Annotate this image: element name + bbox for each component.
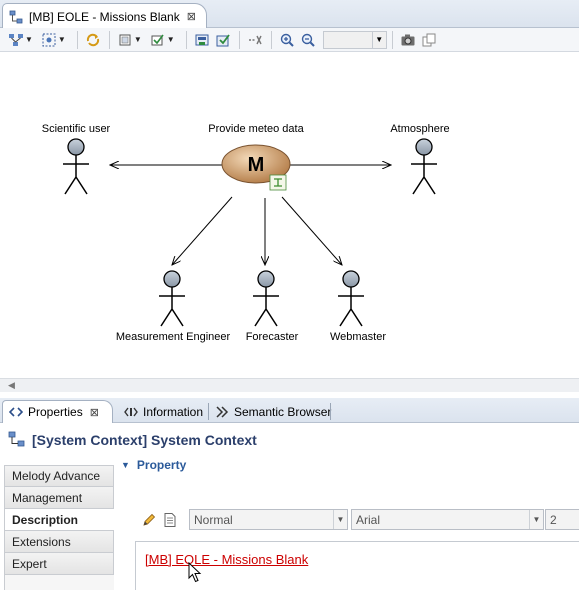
actor-webmaster[interactable] xyxy=(338,270,364,327)
actor-label-measurement-engineer: Measurement Engineer xyxy=(116,331,231,343)
hide-connectors-icon[interactable] xyxy=(245,30,265,50)
toolbar-separator xyxy=(270,30,272,49)
horizontal-scrollbar[interactable]: ◀ xyxy=(0,378,579,392)
chevron-down-icon[interactable]: ▼ xyxy=(166,35,175,44)
tab-separator xyxy=(208,403,209,420)
toolbar-separator xyxy=(108,30,110,49)
system-context-icon xyxy=(8,431,26,450)
tab-semantic-browser[interactable]: Semantic Browser xyxy=(209,400,337,423)
font-size-select[interactable]: 2 xyxy=(545,509,579,530)
views-tab-bar: Properties ⊠ Information Semantic Browse… xyxy=(0,398,579,423)
toolbar-separator xyxy=(391,30,393,49)
zoom-level-input[interactable] xyxy=(322,30,373,49)
diagram-icon xyxy=(9,10,23,24)
mission-glyph: M xyxy=(248,154,265,176)
category-expert[interactable]: Expert xyxy=(4,553,114,575)
description-link[interactable]: [MB] EOLE - Missions Blank xyxy=(145,552,309,567)
category-melody-advance[interactable]: Melody Advance xyxy=(4,465,114,487)
font-size-value: 2 xyxy=(550,512,557,527)
editor-tab[interactable]: [MB] EOLE - Missions Blank ⊠ xyxy=(2,3,207,29)
category-description[interactable]: Description xyxy=(4,509,114,531)
collapse-triangle-icon[interactable]: ▼ xyxy=(121,460,130,470)
toolbar-separator xyxy=(185,30,187,49)
category-management[interactable]: Management xyxy=(4,487,114,509)
actor-label-atmosphere: Atmosphere xyxy=(390,123,449,135)
copy-format-icon[interactable] xyxy=(419,30,439,50)
mission-node[interactable]: M xyxy=(221,144,291,184)
category-list-filler xyxy=(4,575,114,590)
mouse-cursor-icon xyxy=(188,562,202,583)
validate-icon[interactable] xyxy=(213,30,233,50)
tab-label: Semantic Browser xyxy=(234,404,332,419)
close-icon[interactable]: ⊠ xyxy=(186,11,196,23)
toolbar-separator xyxy=(238,30,240,49)
font-family-value: Arial xyxy=(356,512,381,527)
refresh-icon[interactable] xyxy=(83,30,103,50)
format-toolbar xyxy=(140,509,182,531)
chevron-down-icon[interactable]: ▼ xyxy=(25,35,33,44)
layout-icon[interactable] xyxy=(6,30,26,50)
editor-tab-bar: [MB] EOLE - Missions Blank ⊠ xyxy=(0,0,579,29)
actor-forecaster[interactable] xyxy=(253,270,279,327)
semantic-browser-icon xyxy=(215,405,229,419)
edge-to-measurement-engineer[interactable] xyxy=(172,196,233,265)
select-all-icon[interactable] xyxy=(39,30,59,50)
save-image-icon[interactable] xyxy=(192,30,212,50)
pencil-icon[interactable] xyxy=(140,511,158,529)
actor-label-webmaster: Webmaster xyxy=(330,331,386,343)
filter-icon[interactable] xyxy=(148,30,168,50)
diagram-canvas[interactable]: M Provide meteo data Scientific user Atm… xyxy=(0,53,579,378)
tab-label: Information xyxy=(143,404,204,419)
scroll-left-icon[interactable]: ◀ xyxy=(8,380,15,390)
actor-scientific-user[interactable] xyxy=(63,138,89,195)
document-icon[interactable] xyxy=(161,511,179,529)
diagram-svg: M Provide meteo data Scientific user Atm… xyxy=(42,123,450,343)
tab-separator xyxy=(330,403,331,420)
zoom-out-icon[interactable] xyxy=(298,30,318,50)
close-icon[interactable]: ⊠ xyxy=(89,406,99,419)
paragraph-style-value: Normal xyxy=(194,512,233,527)
section-title: Property xyxy=(136,458,187,472)
property-category-list: Melody Advance Management Description Ex… xyxy=(4,465,114,575)
actor-label-scientific-user: Scientific user xyxy=(42,123,111,135)
information-icon xyxy=(124,405,138,419)
chevron-down-icon[interactable]: ▼ xyxy=(372,30,387,49)
actor-label-forecaster: Forecaster xyxy=(246,331,299,343)
property-section-header[interactable]: ▼ Property xyxy=(121,458,186,472)
description-editor[interactable]: [MB] EOLE - Missions Blank xyxy=(135,541,579,590)
chevron-down-icon[interactable]: ▼ xyxy=(133,35,142,44)
page-title: [System Context] System Context xyxy=(32,432,257,448)
zoom-in-icon[interactable] xyxy=(277,30,297,50)
camera-icon[interactable] xyxy=(398,30,418,50)
chevron-down-icon[interactable]: ▼ xyxy=(529,510,543,529)
category-extensions[interactable]: Extensions xyxy=(4,531,114,553)
tab-properties[interactable]: Properties ⊠ xyxy=(2,400,113,423)
toolbar-separator xyxy=(76,30,78,49)
link-decorator-icon[interactable] xyxy=(269,174,287,191)
edge-to-webmaster[interactable] xyxy=(281,196,342,265)
actor-measurement-engineer[interactable] xyxy=(159,270,185,327)
font-family-select[interactable]: Arial ▼ xyxy=(351,509,544,530)
mission-label: Provide meteo data xyxy=(208,123,304,135)
chevron-down-icon[interactable]: ▼ xyxy=(57,35,66,44)
properties-header: [System Context] System Context xyxy=(0,424,579,456)
actor-atmosphere[interactable] xyxy=(411,138,437,195)
paragraph-style-select[interactable]: Normal ▼ xyxy=(189,509,348,530)
properties-icon xyxy=(9,405,23,419)
diagram-toolbar: ▼ ▼ ▼ ▼ ▼ xyxy=(0,28,579,52)
layer-icon[interactable] xyxy=(115,30,135,50)
tab-label: Properties xyxy=(28,405,83,419)
chevron-down-icon[interactable]: ▼ xyxy=(333,510,347,529)
tab-information[interactable]: Information xyxy=(118,400,209,423)
editor-tab-title: [MB] EOLE - Missions Blank xyxy=(29,9,180,24)
